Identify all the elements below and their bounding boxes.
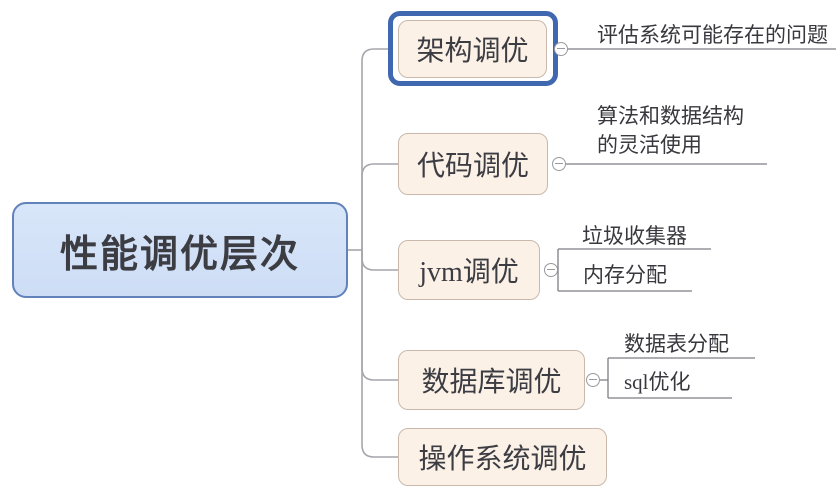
leaf-memory-allocation[interactable]: 内存分配 [583, 263, 667, 287]
branch2-connector-line [361, 163, 398, 250]
branch3-connector-line [361, 250, 398, 271]
collapse-handle-database[interactable] [586, 373, 600, 387]
branch-jvm-tuning[interactable]: jvm调优 [398, 240, 540, 300]
branch-label: 架构调优 [416, 36, 529, 67]
leaf-garbage-collector[interactable]: 垃圾收集器 [582, 224, 687, 248]
root-node-label: 性能调优层次 [59, 233, 300, 276]
leaf-sql-optimization[interactable]: sql优化 [624, 370, 691, 394]
branch-code-tuning[interactable]: 代码调优 [398, 133, 548, 195]
branch-label: 数据库调优 [421, 367, 562, 398]
branch-database-tuning[interactable]: 数据库调优 [398, 350, 585, 410]
branch-label: 操作系统调优 [418, 444, 587, 475]
trunk-connectors [347, 48, 398, 458]
collapse-handle-code[interactable] [552, 157, 566, 171]
branch1-connector-line [361, 48, 388, 250]
branch-label: 代码调优 [416, 151, 529, 182]
collapse-handle-jvm[interactable] [544, 263, 558, 277]
leaf-lines-database [593, 357, 755, 399]
branch-label: jvm调优 [419, 257, 519, 288]
root-node[interactable]: 性能调优层次 [12, 202, 348, 298]
leaf-evaluate-system-problems[interactable]: 评估系统可能存在的问题 [597, 23, 828, 47]
branch-architecture-tuning[interactable]: 架构调优 [398, 20, 547, 78]
leaf-table-allocation[interactable]: 数据表分配 [624, 332, 729, 356]
branch5-connector-line [361, 250, 398, 458]
collapse-handle-architecture[interactable] [554, 42, 568, 56]
branch-os-tuning[interactable]: 操作系统调优 [398, 428, 607, 486]
leaf-algorithms-data-structures[interactable]: 算法和数据结构的灵活使用 [597, 104, 744, 157]
